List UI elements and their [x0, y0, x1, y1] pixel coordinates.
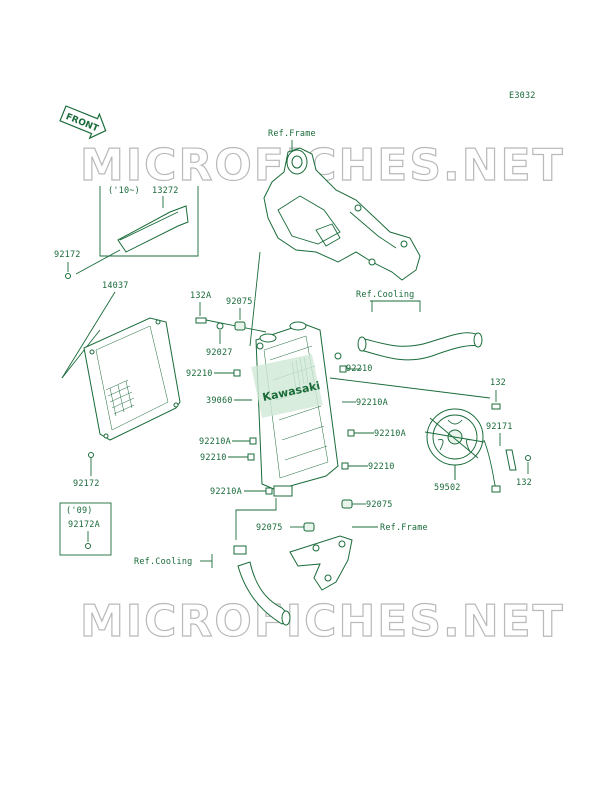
grommet-92075-top: [234, 321, 246, 331]
label-92075-bottom: 92075: [256, 523, 283, 533]
year-tag-09: ('09): [66, 506, 93, 516]
label-92210-right1: 92210: [346, 364, 373, 374]
watermark-bottom: MICROFICHES.NET: [80, 596, 565, 647]
label-132-top: 132: [490, 378, 506, 388]
screen-mesh: [105, 379, 135, 417]
label-92075-right: 92075: [366, 500, 393, 510]
lower-bracket: [289, 535, 353, 591]
ref-frame-bottom: Ref.Frame: [380, 523, 428, 533]
label-132A: 132A: [190, 291, 211, 301]
label-92172-mid: 92172: [73, 479, 100, 489]
grommet-92075-right: [341, 499, 353, 509]
label-92210-left1: 92210: [186, 369, 213, 379]
label-92171: 92171: [486, 422, 513, 432]
ref-frame-top: Ref.Frame: [268, 129, 316, 139]
kawasaki-logo: [251, 354, 323, 418]
label-92210A-left2: 92210A: [210, 487, 242, 497]
label-92172A: 92172A: [68, 520, 100, 530]
cooling-fan: [424, 408, 485, 480]
label-92210A-right1: 92210A: [356, 398, 388, 408]
year-box-10: ('10~) 13272: [99, 186, 199, 257]
bolt-132-bottom: [525, 455, 531, 461]
screw-92172-mid: [88, 452, 94, 458]
clamp-92171: [505, 449, 517, 471]
front-arrow-icon: FRONT: [59, 105, 107, 140]
label-92027: 92027: [206, 348, 233, 358]
label-92210-left2: 92210: [200, 453, 227, 463]
frame-outline: Ref.Frame: [249, 129, 421, 347]
label-92210A-left1: 92210A: [199, 437, 231, 447]
label-92210-right2: 92210: [368, 462, 395, 472]
ref-cooling-top: Ref.Cooling: [356, 290, 415, 300]
label-92210A-right2: 92210A: [374, 429, 406, 439]
label-14037: 14037: [102, 281, 129, 291]
label-132-bottom: 132: [516, 478, 532, 488]
radiator: Kawasaki: [251, 321, 342, 497]
label-13272: 13272: [152, 186, 179, 196]
label-92172-top: 92172: [54, 250, 81, 260]
year-box-09: ('09) 92172A: [59, 502, 112, 556]
screw-92172-top: [65, 273, 71, 279]
bolt-132-top: [491, 403, 501, 410]
grommet-92075-bottom: [303, 522, 315, 532]
collar-92027: [216, 322, 224, 330]
bolt-132A: [195, 317, 207, 324]
diagram-code: E3032: [509, 91, 536, 101]
label-59502: 59502: [434, 483, 461, 493]
label-92075-top: 92075: [226, 297, 253, 307]
ref-cooling-bottom: Ref.Cooling: [134, 557, 193, 567]
year-tag-10: ('10~): [108, 186, 140, 196]
radiator-screen: [83, 317, 181, 441]
screw-92172A: [85, 543, 91, 549]
upper-hose: [359, 332, 481, 361]
label-39060: 39060: [206, 396, 233, 406]
